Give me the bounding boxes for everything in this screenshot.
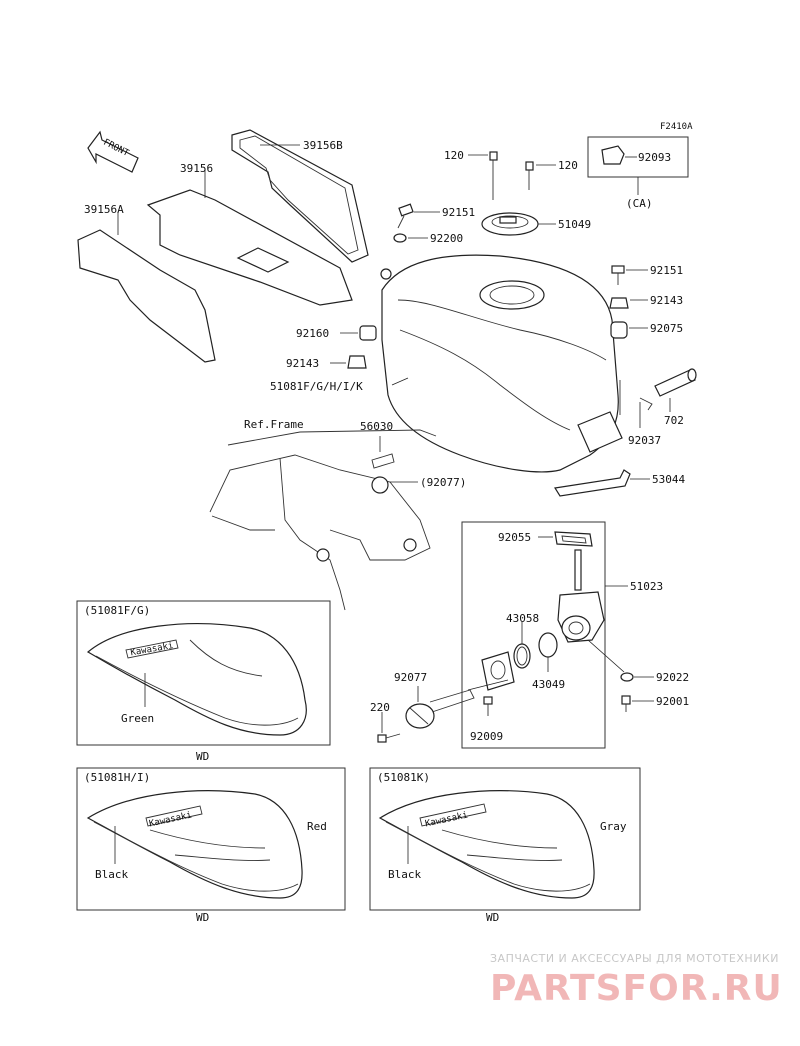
- part-number: 56030: [360, 420, 393, 433]
- leader: [467, 679, 509, 691]
- inset-title: (51081H/I): [84, 771, 150, 784]
- frame-reference: [209, 429, 437, 611]
- bolt-120: [525, 161, 534, 190]
- inset-51081k: [369, 767, 641, 911]
- part-number: 92077: [394, 671, 427, 684]
- wd-note: WD: [486, 911, 499, 924]
- fuel-cock-51023: [557, 549, 605, 643]
- part-number: 51023: [630, 580, 663, 593]
- leader: [391, 377, 409, 386]
- figure-code: F2410A: [660, 122, 693, 132]
- diaphragm-43049: [538, 632, 558, 658]
- bolt-92151: [397, 203, 414, 229]
- o-ring-43058: [513, 643, 531, 669]
- part-number: 92055: [498, 531, 531, 544]
- lever-shaft: [429, 689, 475, 713]
- part-number: 220: [370, 701, 390, 714]
- part-number: 39156A: [84, 203, 124, 216]
- cap-92093: [601, 145, 625, 165]
- color-label: Red: [307, 820, 327, 833]
- clip-icon: [639, 397, 653, 411]
- tank-side-view: [86, 623, 307, 736]
- part-number: 92160: [296, 327, 329, 340]
- part-number: 51049: [558, 218, 591, 231]
- screw-220: [377, 733, 401, 743]
- bolt-120: [489, 151, 498, 200]
- fuel-tank: [381, 254, 623, 473]
- ca-label: (CA): [626, 197, 653, 210]
- part-number: 120: [558, 159, 578, 172]
- screw-92009: [483, 696, 493, 716]
- leader: [587, 639, 625, 673]
- damper-92143: [609, 297, 629, 309]
- part-number: 53044: [652, 473, 685, 486]
- part-number: 51081F/G/H/I/K: [270, 380, 363, 393]
- color-label: Gray: [600, 820, 627, 833]
- color-label: Black: [95, 868, 128, 881]
- damper-92143-left: [347, 355, 367, 369]
- part-number: 92075: [650, 322, 683, 335]
- tank-side-view: [378, 790, 595, 899]
- part-number: 92001: [656, 695, 689, 708]
- cover-39156B: [231, 129, 369, 263]
- lever-knob: [405, 703, 435, 729]
- inset-51081fg: [76, 600, 331, 746]
- part-number: 43058: [506, 612, 539, 625]
- part-number: 43049: [532, 678, 565, 691]
- damper-92075: [610, 321, 628, 339]
- grommet: [380, 268, 392, 280]
- ref-frame-label: Ref.Frame: [244, 418, 304, 431]
- damper-92160: [359, 325, 377, 341]
- bolt-92151-right: [611, 265, 625, 285]
- cover-39156A: [77, 229, 216, 363]
- watermark-tagline: ЗАПЧАСТИ И АКСЕССУАРЫ ДЛЯ МОТОТЕХНИКИ: [490, 952, 779, 965]
- watermark-logo: PARTSFOR.RU: [490, 968, 783, 1009]
- cover-39156: [146, 189, 353, 306]
- color-label: Black: [388, 868, 421, 881]
- part-number: 92009: [470, 730, 503, 743]
- hose-702: [654, 368, 697, 397]
- part-number: 92200: [430, 232, 463, 245]
- rod-53044: [554, 469, 631, 497]
- part-number: 92093: [638, 151, 671, 164]
- wd-note: WD: [196, 911, 209, 924]
- inset-51081hi: [76, 767, 346, 911]
- washer-92200: [393, 233, 407, 243]
- part-number: 39156B: [303, 139, 343, 152]
- fuel-cock-box: [461, 521, 606, 749]
- part-number: 39156: [180, 162, 213, 175]
- wd-note: WD: [196, 750, 209, 763]
- part-number: 120: [444, 149, 464, 162]
- part-number: 92037: [628, 434, 661, 447]
- inset-title: (51081K): [377, 771, 430, 784]
- part-number: (92077): [420, 476, 466, 489]
- part-number: 702: [664, 414, 684, 427]
- washer-92022: [620, 672, 634, 682]
- screw-92001: [621, 695, 631, 712]
- gasket-92055: [554, 531, 593, 547]
- front-arrow-icon: FRONT: [87, 130, 139, 173]
- part-number: 92151: [650, 264, 683, 277]
- part-number: 92143: [286, 357, 319, 370]
- inset-title: (51081F/G): [84, 604, 150, 617]
- tank-side-view: [86, 790, 303, 899]
- color-label: Green: [121, 712, 154, 725]
- part-number: 92143: [650, 294, 683, 307]
- fuel-cap: [481, 212, 539, 236]
- part-number: 92022: [656, 671, 689, 684]
- plate-92077: [481, 651, 515, 691]
- part-number: 92151: [442, 206, 475, 219]
- o-ring-inner: [516, 646, 528, 666]
